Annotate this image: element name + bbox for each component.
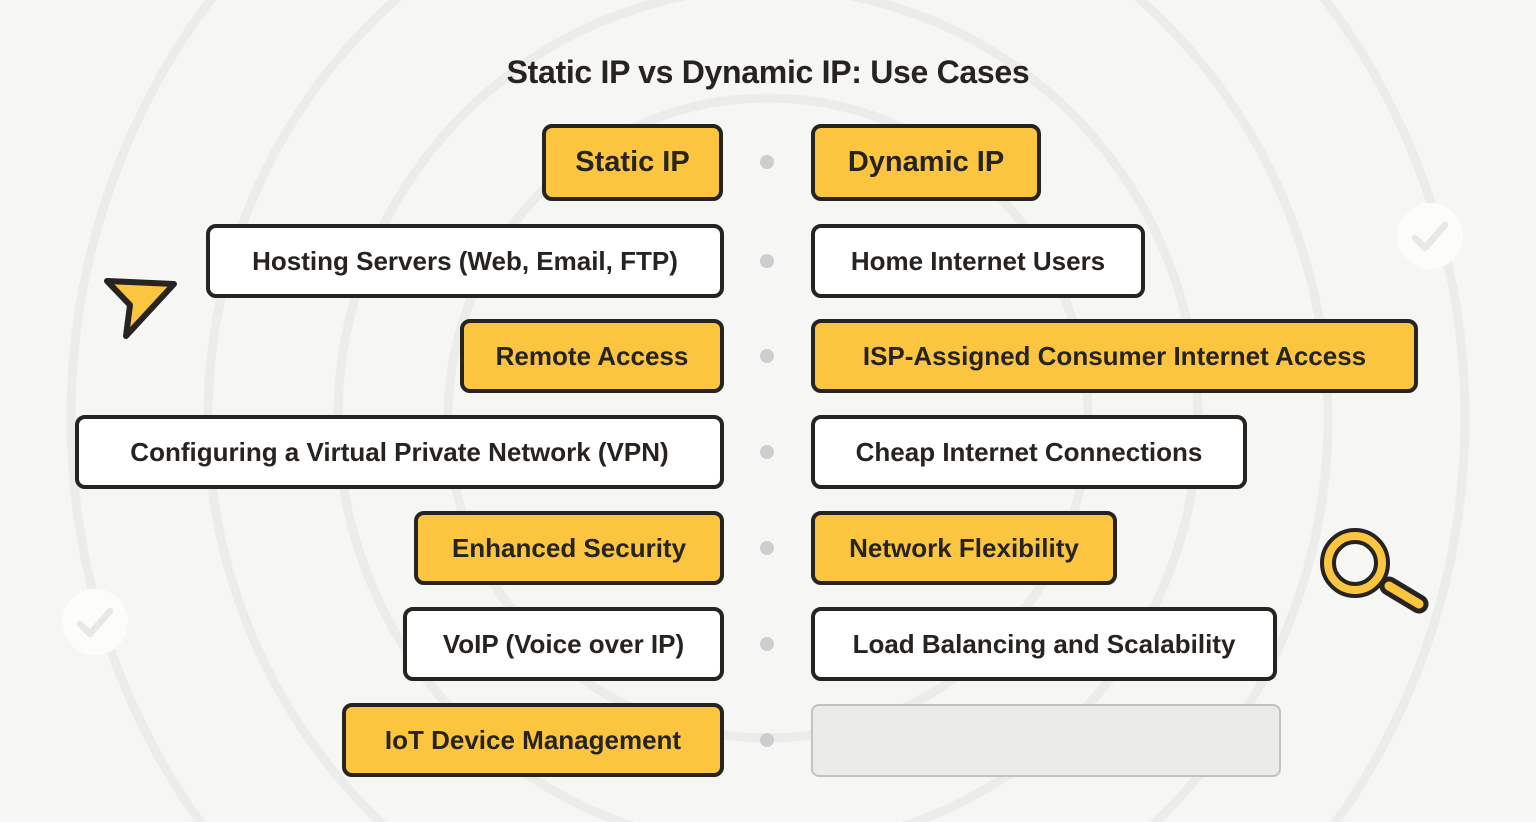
usecase-label: Cheap Internet Connections [855, 436, 1203, 467]
usecase-label: Enhanced Security [451, 532, 687, 563]
row-separator-dot [760, 155, 774, 169]
column-header-label: Static IP [575, 146, 690, 178]
usecase-label: Configuring a Virtual Private Network (V… [130, 436, 669, 467]
usecase-box-voip: VoIP (Voice over IP) [403, 607, 724, 681]
row-separator-dot [760, 733, 774, 747]
check-circle-icon [62, 589, 128, 655]
usecase-box-remote-access: Remote Access [460, 319, 724, 393]
usecase-label: ISP-Assigned Consumer Internet Access [862, 340, 1367, 371]
column-header-dynamic-ip: Dynamic IP [811, 124, 1041, 201]
row-separator-dot [760, 637, 774, 651]
usecase-label: IoT Device Management [384, 724, 682, 755]
usecase-box-iot-device-management: IoT Device Management [342, 703, 724, 777]
usecase-label: Home Internet Users [850, 245, 1106, 276]
page-title: Static IP vs Dynamic IP: Use Cases [506, 54, 1030, 90]
magnifier-icon [1320, 528, 1429, 614]
usecase-box-enhanced-security: Enhanced Security [414, 511, 724, 585]
row-separator-dot [760, 541, 774, 555]
column-header-label: Dynamic IP [847, 146, 1005, 178]
usecase-box-hosting-servers: Hosting Servers (Web, Email, FTP) [206, 224, 724, 298]
usecase-label: VoIP (Voice over IP) [442, 628, 685, 659]
cursor-arrow-icon [104, 278, 177, 339]
usecase-box-configuring-vpn: Configuring a Virtual Private Network (V… [75, 415, 724, 489]
usecase-label: Load Balancing and Scalability [852, 628, 1236, 659]
usecase-box-network-flexibility: Network Flexibility [811, 511, 1117, 585]
row-separator-dot [760, 254, 774, 268]
usecase-label: Hosting Servers (Web, Email, FTP) [252, 245, 678, 276]
usecase-box-cheap-internet-connections: Cheap Internet Connections [811, 415, 1247, 489]
column-header-static-ip: Static IP [542, 124, 723, 201]
usecase-box-load-balancing: Load Balancing and Scalability [811, 607, 1277, 681]
row-separator-dot [760, 349, 774, 363]
usecase-box-empty-placeholder [811, 704, 1281, 777]
usecase-label: Network Flexibility [849, 532, 1079, 563]
usecase-label: Remote Access [495, 340, 689, 371]
row-separator-dot [760, 445, 774, 459]
usecase-box-home-internet-users: Home Internet Users [811, 224, 1145, 298]
check-circle-icon [1397, 203, 1463, 269]
usecase-box-isp-assigned-access: ISP-Assigned Consumer Internet Access [811, 319, 1418, 393]
